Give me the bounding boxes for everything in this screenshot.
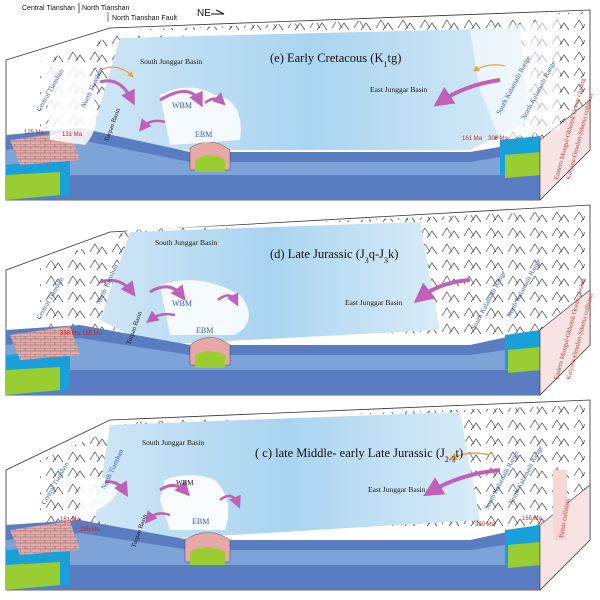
label-east-junggar-e: East Junggar Basin bbox=[370, 85, 428, 94]
label-east-junggar-d: East Junggar Basin bbox=[345, 298, 403, 307]
title-c: ( c) late Middle- early Late Jurassic (J… bbox=[255, 446, 463, 464]
panel-e: South Junggar Basin East Junggar Basin (… bbox=[5, 9, 595, 201]
age-e-1: 125 Ma bbox=[24, 130, 45, 136]
age-d-1: 338 Ma bbox=[60, 331, 81, 337]
panel-d: South Junggar Basin East Junggar Basin (… bbox=[5, 204, 595, 396]
label-ebm-d: EBM bbox=[196, 326, 213, 335]
label-south-junggar-e: South Junggar Basin bbox=[140, 57, 202, 66]
age-c-4: 165 Ma bbox=[522, 516, 543, 522]
legend-north-tianshan-fault: North Tianshan Fault bbox=[112, 15, 177, 22]
label-east-junggar-c: East Junggar Basin bbox=[368, 485, 426, 494]
legend-north-tianshan: North Tianshan bbox=[82, 5, 130, 12]
label-south-junggar-d: South Junggar Basin bbox=[155, 238, 217, 247]
age-c-1: 161 Ma bbox=[60, 517, 81, 523]
label-south-junggar-c: South Junggar Basin bbox=[142, 438, 204, 447]
legend: Central Tianshan North Tianshan North Ti… bbox=[22, 3, 225, 22]
label-wbm-e: WBM bbox=[172, 101, 192, 110]
age-e-3: 161 Ma bbox=[462, 136, 483, 142]
title-d: (d) Late Jurassic (J3q-J3k) bbox=[270, 247, 398, 265]
label-ebm-e: EBM bbox=[195, 130, 212, 139]
age-c-3: 330 Ma bbox=[475, 522, 496, 528]
label-wbm-d: WBM bbox=[172, 299, 192, 308]
age-e-4: 309 Ma bbox=[488, 136, 509, 142]
title-e: (e) Early Cretacous (K1tg) bbox=[270, 51, 401, 69]
age-e-2: 131 Ma bbox=[62, 132, 83, 138]
age-d-2: 165 Ma bbox=[82, 331, 103, 337]
label-ebm-c: EBM bbox=[192, 517, 209, 526]
age-c-2: 295 Ma bbox=[80, 527, 101, 533]
panel-c: South Junggar Basin East Junggar Basin (… bbox=[5, 399, 591, 591]
legend-central-tianshan: Central Tianshan bbox=[22, 5, 75, 12]
label-wbm-c: WBM bbox=[176, 479, 194, 487]
north-east-label: NE bbox=[197, 8, 211, 19]
